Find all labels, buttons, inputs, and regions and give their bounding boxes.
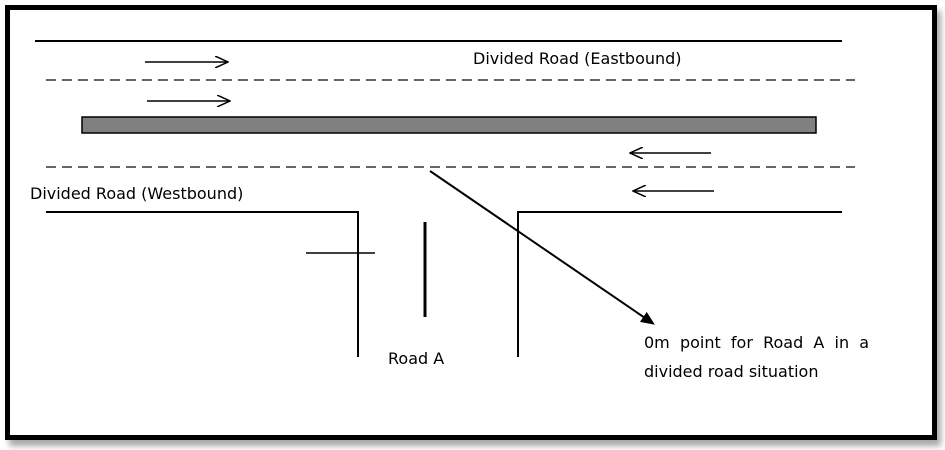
- callout-text-line-2: divided road situation: [644, 362, 818, 381]
- westbound-road-edge-left: [46, 211, 359, 357]
- road-a-label: Road A: [388, 349, 444, 368]
- eastbound-label: Divided Road (Eastbound): [473, 49, 682, 68]
- median-strip: [81, 116, 817, 134]
- zero-point-pointer-arrow-icon: [429, 170, 655, 325]
- westbound-road-edge-right: [517, 211, 842, 357]
- diagram-frame: [5, 5, 937, 440]
- callout-text-line-1: 0m point for Road A in a: [644, 333, 869, 352]
- westbound-label: Divided Road (Westbound): [30, 184, 243, 203]
